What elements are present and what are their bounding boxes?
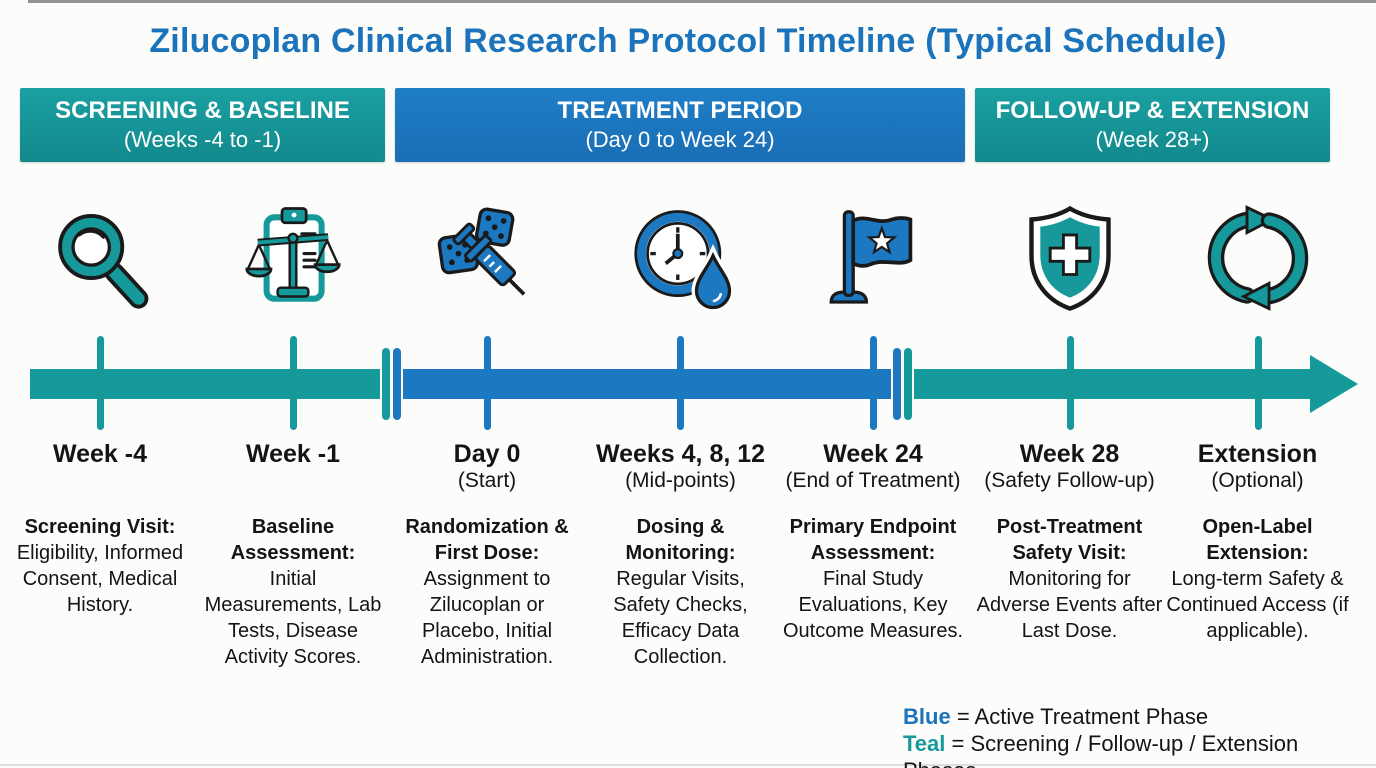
phase-name: FOLLOW-UP & EXTENSION: [995, 97, 1310, 124]
milestone-heading: Randomization & First Dose:: [405, 516, 569, 564]
phase-divider-pill: [904, 348, 912, 420]
phase-range: (Weeks -4 to -1): [123, 127, 282, 152]
phase-divider-pill: [893, 348, 901, 420]
timeline-tick-day-0: [483, 336, 491, 430]
timeline-arrowhead: [1310, 355, 1358, 413]
clock-droplet-icon: [634, 210, 735, 313]
phase-name: TREATMENT PERIOD: [557, 97, 803, 124]
legend-term-blue: Blue: [903, 704, 951, 729]
milestone-body: Final Study Evaluations, Key Outcome Mea…: [782, 568, 964, 642]
timeline-tick-weeks-4-8-12: [676, 336, 684, 430]
flag-star-icon: [829, 210, 913, 304]
bottom-border-line: [0, 764, 1376, 766]
milestone-description: Post-Treatment Safety Visit: Monitoring …: [972, 514, 1167, 644]
milestone-heading: Primary Endpoint Assessment:: [789, 516, 957, 564]
icon-box: [625, 202, 735, 314]
milestone-description: Baseline Assessment: Initial Measurement…: [198, 514, 388, 670]
milestone-sublabel: (Start): [457, 469, 517, 492]
milestone-label: Week 24: [823, 440, 923, 468]
icon-box: [818, 202, 928, 314]
phase-divider-pill: [382, 348, 390, 420]
milestone-label: Week -1: [245, 440, 341, 468]
shield-cross-icon: [1029, 205, 1111, 311]
milestone-sublabel: (Mid-points): [625, 469, 736, 492]
timeline-bar-treatment: [403, 369, 891, 399]
legend-row-teal: Teal = Screening / Follow-up / Extension…: [903, 730, 1376, 768]
dice-syringe-icon: [437, 207, 526, 296]
legend-definition: = Screening / Follow-up / Extension Phas…: [903, 731, 1299, 768]
milestone-description: Randomization & First Dose: Assignment t…: [392, 514, 582, 670]
icon-box: [1015, 202, 1125, 314]
icon-box: [1203, 202, 1313, 314]
timeline-tick-week-28: [1066, 336, 1074, 430]
milestone-heading: Open-Label Extension:: [1202, 516, 1313, 564]
milestone-heading: Baseline Assessment:: [230, 516, 356, 564]
milestone-body: Monitoring for Adverse Events after Last…: [976, 568, 1163, 642]
milestone-label: Week 28: [1019, 440, 1120, 468]
milestone-description: Primary Endpoint Assessment: Final Study…: [773, 514, 973, 644]
top-border-line: [28, 0, 1376, 3]
milestone-label: Weeks 4, 8, 12: [595, 440, 766, 468]
legend-definition: = Active Treatment Phase: [956, 704, 1209, 729]
phase-name: SCREENING & BASELINE: [55, 97, 350, 124]
magnifier-icon: [58, 214, 149, 309]
timeline-tick-extension: [1254, 336, 1262, 430]
phase-divider-pill: [393, 348, 401, 420]
milestone-heading: Screening Visit:: [24, 516, 176, 538]
timeline-tick-week-minus-1: [289, 336, 297, 430]
milestone-sublabel: (End of Treatment): [785, 469, 961, 492]
milestone-body: Assignment to Zilucoplan or Placebo, Ini…: [420, 568, 554, 668]
timeline-bar-followup: [914, 369, 1312, 399]
milestone-label: Day 0: [453, 440, 521, 468]
milestone-heading: Post-Treatment Safety Visit:: [996, 516, 1143, 564]
milestone-body: Long-term Safety & Continued Access (if …: [1166, 568, 1349, 642]
phase-band-followup-extension: FOLLOW-UP & EXTENSION (Week 28+): [975, 88, 1330, 162]
phase-band-screening-baseline: SCREENING & BASELINE (Weeks -4 to -1): [20, 88, 385, 162]
milestone-body: Eligibility, Informed Consent, Medical H…: [16, 542, 184, 616]
icon-box: [238, 202, 348, 314]
milestone-body: Regular Visits, Safety Checks, Efficacy …: [613, 568, 748, 668]
cycle-arrows-icon: [1207, 205, 1309, 311]
milestone-sublabel: (Safety Follow-up): [984, 469, 1155, 492]
color-legend: Blue = Active Treatment Phase Teal = Scr…: [903, 703, 1376, 768]
phase-range: (Week 28+): [1095, 127, 1210, 152]
legend-row-blue: Blue = Active Treatment Phase: [903, 703, 1376, 730]
balance-clipboard-icon: [245, 207, 341, 302]
milestone-label: Week -4: [52, 440, 148, 468]
milestone-sublabel: (Optional): [1211, 469, 1304, 492]
timeline-tick-week-minus-4: [96, 336, 104, 430]
milestone-description: Dosing & Monitoring: Regular Visits, Saf…: [588, 514, 773, 670]
phase-band-treatment-period: TREATMENT PERIOD (Day 0 to Week 24): [395, 88, 965, 162]
timeline-tick-week-24: [869, 336, 877, 430]
icon-box: [432, 202, 542, 314]
milestone-description: Screening Visit: Eligibility, Informed C…: [15, 514, 185, 618]
milestone-description: Open-Label Extension: Long-term Safety &…: [1155, 514, 1360, 644]
milestone-body: Initial Measurements, Lab Tests, Disease…: [204, 568, 382, 668]
legend-term-teal: Teal: [903, 731, 946, 756]
icon-box: [45, 202, 155, 314]
page-title: Zilucoplan Clinical Research Protocol Ti…: [149, 22, 1227, 60]
phase-range: (Day 0 to Week 24): [585, 127, 775, 152]
timeline-bar-screening: [30, 369, 380, 399]
milestone-heading: Dosing & Monitoring:: [625, 516, 736, 564]
milestone-label: Extension: [1197, 440, 1318, 468]
